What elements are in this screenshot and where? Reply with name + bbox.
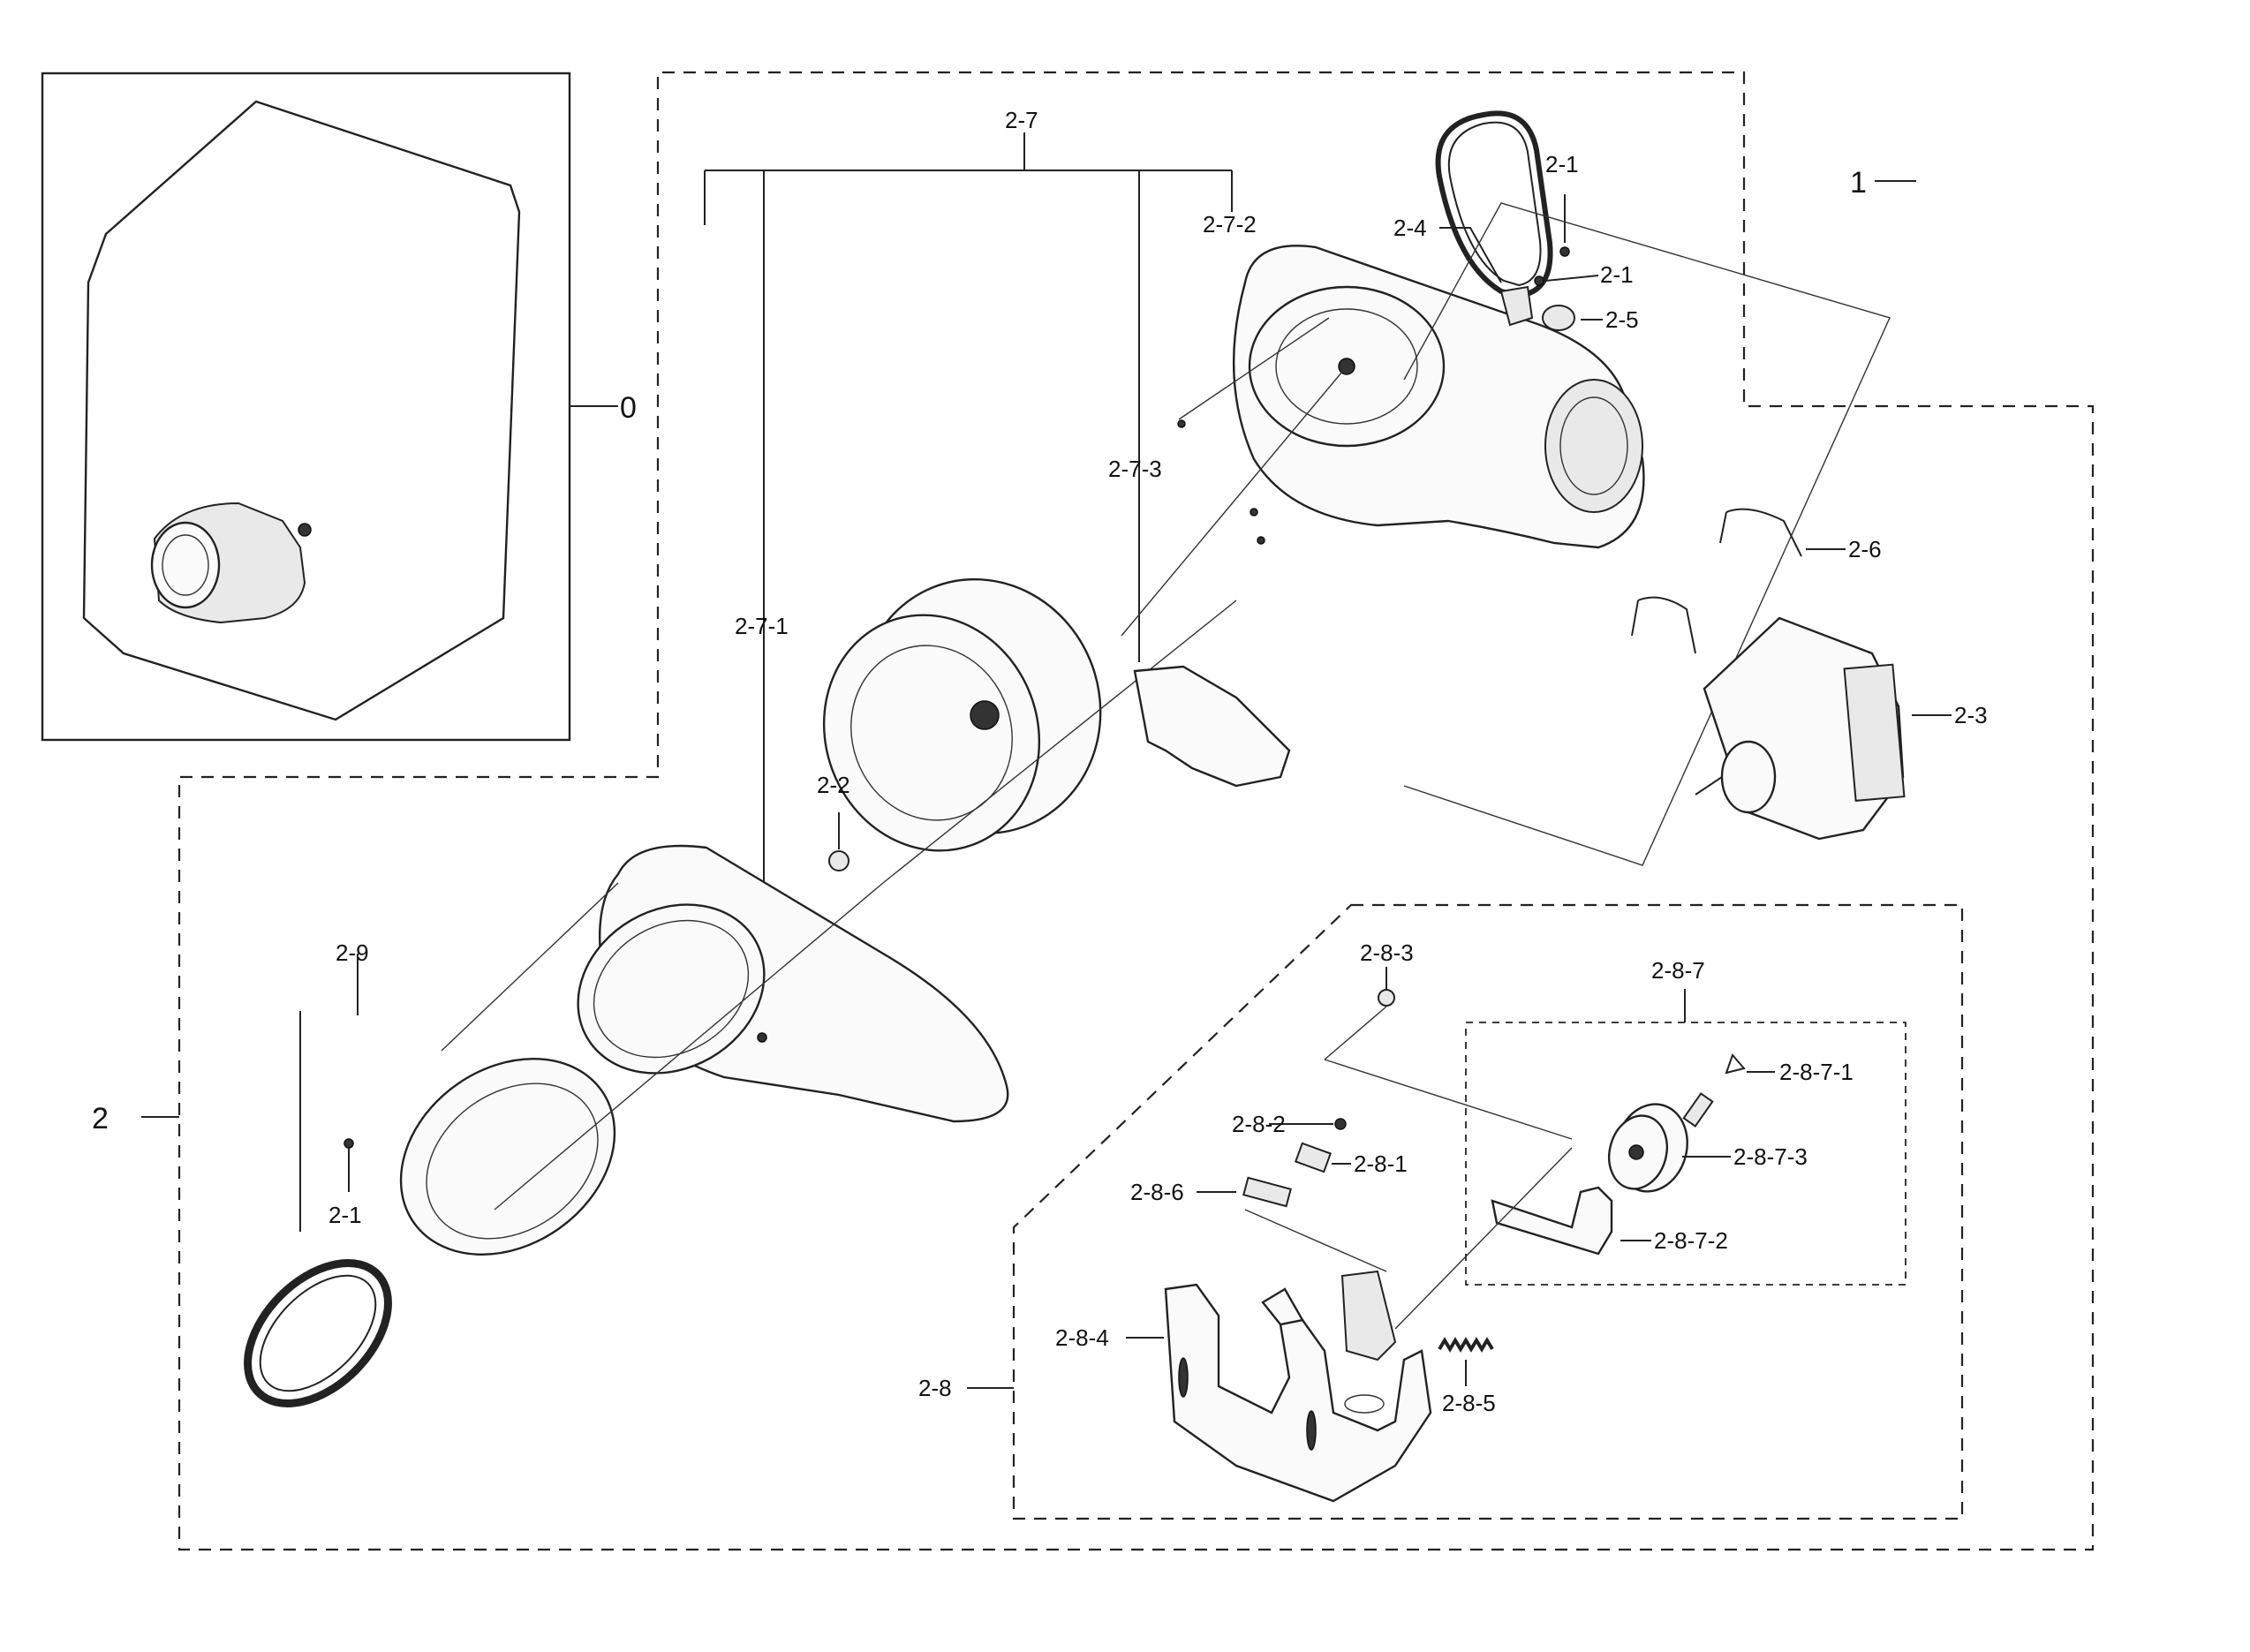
assembly-2-8-7-outline <box>1465 1022 1906 1286</box>
label-2-7-2: 2-7-2 <box>1203 211 1257 238</box>
label-2-8: 2-8 <box>918 1375 952 1401</box>
label-2-9: 2-9 <box>336 939 369 966</box>
assembly-0-inset <box>41 72 618 742</box>
label-0: 0 <box>620 391 637 425</box>
label-2-8-2: 2-8-2 <box>1232 1111 1286 1137</box>
front-seal-part <box>399 1058 616 1256</box>
assembly-2-outline <box>177 71 2095 1551</box>
label-2-1-left: 2-1 <box>328 1202 362 1228</box>
label-2-7-3: 2-7-3 <box>1108 456 1162 482</box>
idler-pulley-part <box>1608 1103 1688 1193</box>
label-2-8-7-3: 2-8-7-3 <box>1733 1143 1808 1170</box>
label-2-7-1: 2-7-1 <box>735 613 789 639</box>
label-2-7: 2-7 <box>1005 107 1038 133</box>
idler-arm-part <box>1491 1186 1613 1256</box>
idler-spring-part <box>1438 1337 1494 1353</box>
motor-mount-bracket-part <box>1164 1270 1432 1503</box>
label-2-1-top: 2-1 <box>1545 151 1579 177</box>
label-1: 1 <box>1850 166 1867 200</box>
label-2-5: 2-5 <box>1605 306 1639 333</box>
label-2-8-7: 2-8-7 <box>1651 957 1705 984</box>
label-2-3: 2-3 <box>1954 702 1988 728</box>
blower-wheel-part <box>822 577 1102 852</box>
front-blower-housing-part <box>577 844 1009 1123</box>
label-2-8-7-1: 2-8-7-1 <box>1779 1059 1854 1085</box>
motor-clamp-part <box>1631 508 1802 654</box>
label-2-8-6: 2-8-6 <box>1130 1179 1184 1205</box>
label-2-6: 2-6 <box>1848 536 1882 562</box>
rear-blower-housing-part <box>1233 245 1645 549</box>
label-2-1-right: 2-1 <box>1600 261 1634 288</box>
label-2-8-4: 2-8-4 <box>1055 1324 1109 1351</box>
duct-piece-part <box>1133 665 1291 788</box>
motor-part <box>1695 616 1906 841</box>
label-2-2: 2-2 <box>817 772 850 798</box>
label-2-8-5: 2-8-5 <box>1442 1390 1496 1416</box>
label-2-8-7-2: 2-8-7-2 <box>1654 1227 1728 1254</box>
assembly-2-8-outline <box>1012 903 1964 1520</box>
label-2: 2 <box>92 1102 109 1135</box>
label-2-4: 2-4 <box>1393 215 1427 241</box>
label-2-8-1: 2-8-1 <box>1354 1150 1408 1177</box>
label-2-8-3: 2-8-3 <box>1360 939 1414 966</box>
felt-seal-ring-part <box>244 1259 392 1407</box>
